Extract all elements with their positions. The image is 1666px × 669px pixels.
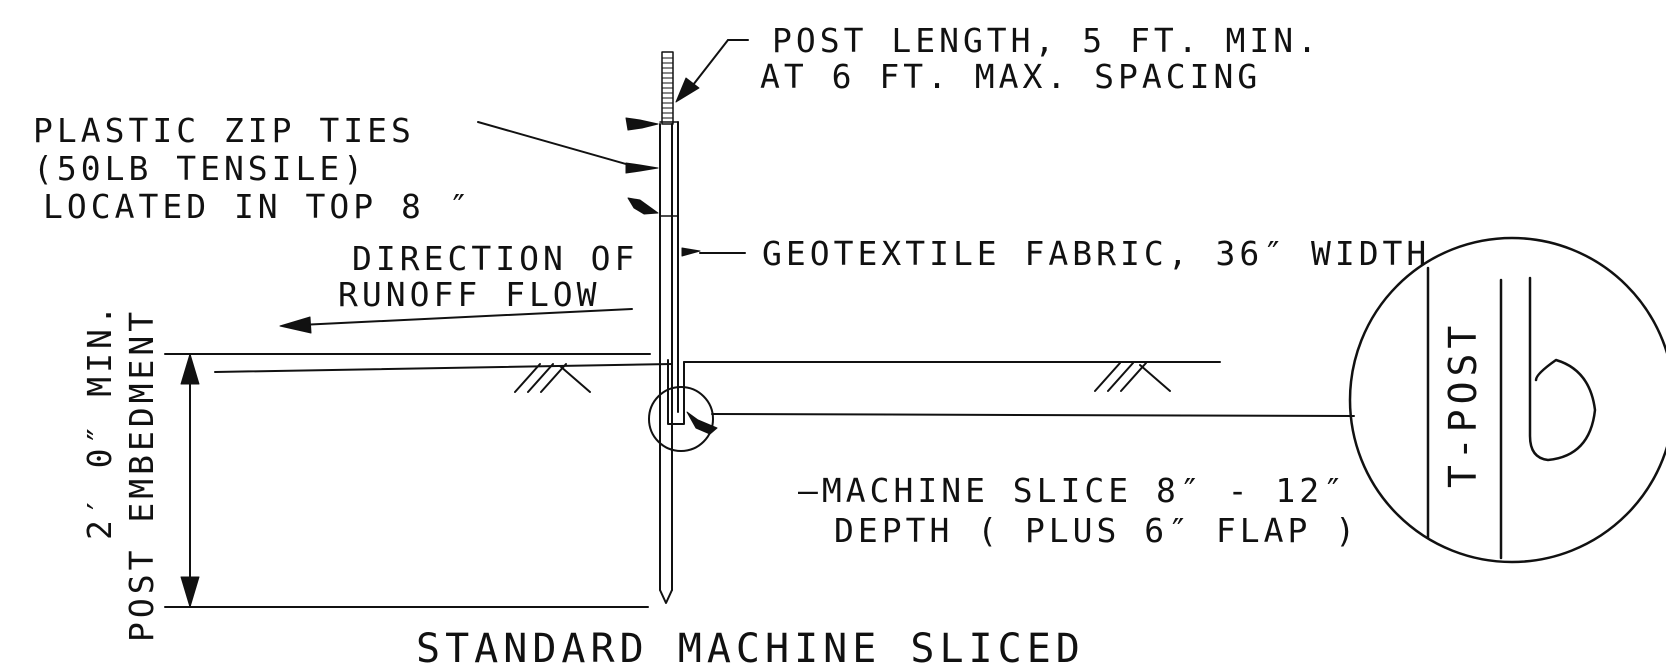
embedment-label-line2: POST EMBEDMENT [122,308,161,642]
zip-ties-label-line2: (50LB TENSILE) [33,149,367,188]
runoff-label-line1: DIRECTION OF [352,239,638,278]
slice-detail-circle [648,386,714,452]
runoff-label-line2: RUNOFF FLOW [338,275,601,314]
t-post-label: T-POST [1441,321,1485,488]
zip-ties-label-line3: LOCATED IN TOP 8 ″ [43,187,473,226]
ground-hatch-left [514,363,591,393]
machine-slice-label-line2: DEPTH ( PLUS 6″ FLAP ) [834,511,1359,550]
runoff-flow-arrow [279,308,633,334]
post-top-threads [661,57,674,119]
zip-tie-markers [625,117,701,257]
zip-ties-label-line1: PLASTIC ZIP TIES [33,111,415,150]
embedment-dimension [180,353,200,608]
drawing-title: STANDARD MACHINE SLICED [416,626,1085,669]
geotextile-label: GEOTEXTILE FABRIC, 36″ WIDTH [762,234,1430,273]
slice-detail-leader [711,413,1355,417]
post-length-label-line1: POST LENGTH, 5 FT. MIN. [772,21,1321,60]
embedment-label-line1: 2′ 0″ MIN. [80,301,119,540]
t-post [659,51,674,604]
ground-surface [164,353,1221,608]
ground-hatch-right [1094,362,1171,392]
machine-slice-label-line1: —MACHINE SLICE 8″ - 12″ [798,471,1347,510]
zip-ties-leader [477,121,641,169]
t-post-detail: T-POST [1348,236,1666,564]
post-length-leader [675,39,749,103]
post-length-label-line2: AT 6 FT. MAX. SPACING [760,57,1261,96]
geotextile-fabric [659,121,691,425]
